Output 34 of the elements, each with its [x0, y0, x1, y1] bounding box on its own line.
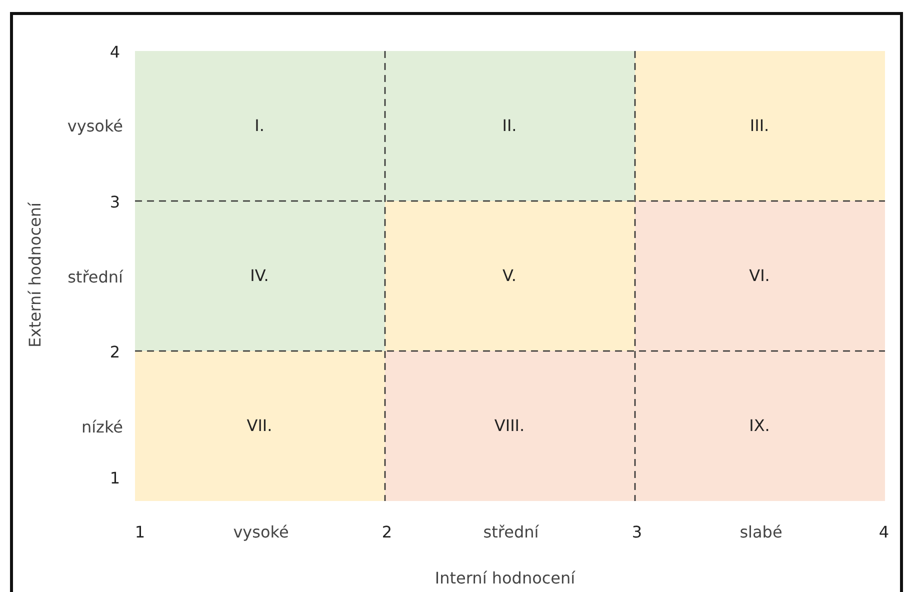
tick-label: 1 [110, 468, 120, 488]
matrix-cell [384, 200, 634, 350]
category-label: slabé [740, 522, 782, 542]
matrix-cell [634, 200, 884, 350]
matrix-cell [134, 200, 384, 350]
axis-title: Interní hodnocení [434, 568, 576, 588]
category-label: vysoké [233, 522, 289, 542]
tick-label: 4 [110, 42, 120, 62]
cell-label: III. [750, 116, 770, 135]
category-label: nízké [81, 418, 123, 436]
matrix-cell [134, 350, 384, 500]
category-label: vysoké [67, 116, 123, 136]
tick-label: 3 [632, 522, 642, 542]
matrix-cell [384, 350, 634, 500]
cell-label: VII. [246, 416, 272, 435]
tick-label: 2 [382, 522, 392, 542]
cell-label: IV. [250, 266, 269, 285]
matrix-cell [634, 50, 884, 200]
matrix-cell [384, 50, 634, 200]
cell-label: I. [254, 116, 264, 135]
axis-title: Externí hodnocení [26, 202, 44, 348]
cell-label: VI. [749, 266, 770, 285]
cell-label: VIII. [494, 416, 525, 435]
tick-label: 2 [110, 342, 120, 362]
cell-label: IX. [749, 416, 770, 435]
matrix-cell [134, 50, 384, 200]
tick-label: 1 [134, 522, 146, 542]
cell-label: II. [502, 116, 517, 135]
category-label: střední [68, 268, 123, 286]
tick-label: 3 [110, 192, 120, 212]
category-label: střední [483, 522, 539, 542]
cell-label: V. [502, 266, 516, 285]
matrix-cell [634, 350, 884, 500]
tick-label: 4 [878, 522, 890, 542]
